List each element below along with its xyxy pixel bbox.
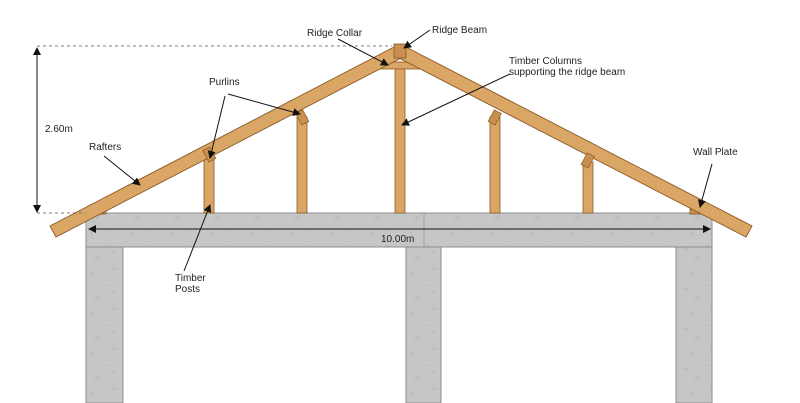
timber-post — [489, 116, 501, 214]
purlins-label: Purlins — [209, 77, 240, 88]
height-label: 2.60m — [45, 124, 73, 135]
ridge-beam — [393, 43, 407, 59]
wall-plate-leader — [698, 163, 713, 208]
span-label: 10.00m — [381, 234, 414, 245]
timber-post — [582, 161, 594, 214]
purlin — [487, 109, 502, 126]
rafters-label: Rafters — [89, 142, 121, 153]
purlin — [580, 152, 595, 169]
timber-posts-leader — [183, 204, 212, 272]
span-dimension: 10.00m — [88, 225, 711, 245]
annotations: Ridge Collar Ridge Beam Timber Columns s… — [89, 25, 738, 295]
rafters-leader — [103, 155, 141, 186]
timber-post — [296, 116, 308, 214]
timber-posts-label-line2: Posts — [175, 284, 200, 295]
concrete-column-left — [85, 246, 124, 403]
timber-posts — [203, 65, 594, 214]
height-dimension: 2.60m — [33, 45, 392, 214]
timber-columns-label-line2: supporting the ridge beam — [509, 67, 625, 78]
concrete-column-right — [675, 246, 713, 403]
purlins-leader-right — [227, 93, 301, 116]
ridge-beam-leader — [403, 29, 431, 49]
purlins-leader-left — [207, 95, 226, 159]
timber-post — [203, 157, 215, 214]
timber-columns-leader — [401, 73, 511, 126]
ridge-collar-label: Ridge Collar — [307, 28, 363, 39]
concrete-column-middle — [405, 246, 442, 403]
timber-posts-label-line1: Timber — [175, 273, 206, 284]
timber-column-ridge — [394, 65, 406, 214]
ridge-beam-label: Ridge Beam — [432, 25, 487, 36]
timber-columns-label-line1: Timber Columns — [509, 56, 582, 67]
concrete-columns — [85, 246, 713, 403]
ridge-collar-leader — [337, 38, 389, 66]
wall-plate-label: Wall Plate — [693, 147, 738, 158]
